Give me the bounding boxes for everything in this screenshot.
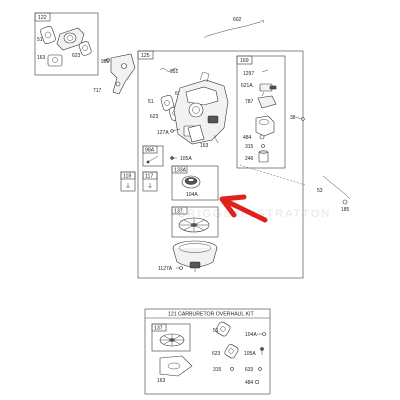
label-51: 51: [37, 37, 43, 43]
kit-gasket-623-part: 623: [212, 344, 239, 359]
screw-961-part: [106, 58, 110, 62]
gasket-51b-part: 51: [148, 95, 175, 111]
box-118: 118: [120, 171, 136, 192]
spacer-part: [56, 27, 85, 51]
kit-label-105a: 105A: [244, 351, 256, 357]
gasket-623-part: [78, 41, 92, 56]
gasket-163b-part: 163: [187, 124, 209, 149]
kit-label-315: 315: [213, 367, 222, 373]
kit-label-484: 484: [245, 380, 254, 386]
gasket-163-part: [47, 54, 63, 67]
float-787-part: [257, 91, 277, 109]
label-961: 961: [101, 59, 110, 65]
screw-38-part: 38: [290, 115, 305, 121]
red-arrow-icon: [219, 194, 268, 223]
spring-951-part: 951: [159, 68, 179, 75]
float-bowl-part: [255, 115, 275, 137]
label-315: 315: [245, 144, 254, 150]
label-602: 602: [233, 17, 242, 23]
kit-box-137-label: 137: [154, 326, 163, 332]
pin-118-part: [126, 183, 130, 189]
label-1127a: 1127A: [158, 266, 173, 272]
box-122: 122 51 163 623: [34, 12, 99, 76]
linkage-602: 602: [203, 17, 265, 39]
screw-127a-part: 127A: [157, 128, 181, 136]
kit-gasket-51-part: 51: [213, 321, 231, 337]
box-117: 117: [142, 171, 158, 192]
label-104a: 104A: [186, 192, 198, 198]
box-98a: 98A: [142, 145, 164, 167]
box-133a-label: 133A: [174, 168, 187, 174]
pin-117-part: [148, 183, 152, 189]
screw-1127a-part: 1127A: [158, 266, 183, 272]
box-169-label: 169: [240, 58, 249, 64]
box-118-label: 118: [123, 174, 131, 180]
label-717: 717: [93, 88, 102, 94]
label-951: 951: [170, 69, 179, 75]
box-98a-label: 98A: [145, 148, 155, 154]
kit-oring-484-part: 484: [245, 379, 260, 386]
label-51b: 51: [148, 99, 154, 105]
kit-title: 121 CARBURETOR OVERHAUL KIT: [168, 312, 254, 318]
kit-label-623: 623: [212, 351, 221, 357]
label-484: 484: [243, 135, 252, 141]
primer-bulb-part: [181, 175, 201, 189]
label-787: 787: [245, 99, 254, 105]
bowl-246-part: [258, 150, 269, 163]
bowl-nut-621a-part: [259, 83, 277, 92]
kit-diaphragm-part: [159, 333, 185, 347]
kit-primer-104a-part: 104A: [245, 332, 266, 338]
washer-315-part: [261, 144, 265, 148]
part-1297: [261, 69, 269, 73]
box-122-label: 122: [38, 15, 47, 21]
kit-label-633: 633: [245, 367, 254, 373]
label-105a: 105A: [180, 156, 192, 162]
box-169: 169 1297 621A 787 484 315 246: [236, 55, 286, 169]
label-1297: 1297: [243, 71, 254, 77]
box-137: 137: [171, 206, 219, 238]
box-137-label: 137: [174, 209, 183, 215]
gasket-51-part: [40, 25, 56, 45]
kit-label-163: 163: [157, 378, 166, 384]
kit-label-51: 51: [213, 328, 219, 334]
fuel-bowl-part: [172, 240, 218, 272]
box-125: 125 951 633 51 623: [120, 50, 304, 279]
label-185: 185: [341, 207, 350, 213]
label-623b: 623: [150, 114, 159, 120]
box-133a: 133A 104A: [171, 165, 219, 201]
label-163b: 163: [200, 143, 209, 149]
kit-gasket-163-part: 163: [157, 355, 193, 384]
label-246: 246: [245, 156, 254, 162]
oring-484-part: [259, 134, 265, 140]
screw-105a-part: 105A: [170, 156, 192, 162]
label-163: 163: [37, 55, 46, 61]
clamp-185-part: 185: [341, 199, 350, 213]
label-38: 38: [290, 115, 296, 121]
label-623: 623: [72, 53, 81, 59]
box-125-label: 125: [141, 53, 150, 59]
needle-98a-part: [146, 155, 159, 164]
label-621a: 621A: [241, 83, 253, 89]
kit-label-104a: 104A: [245, 332, 257, 338]
kit-screw-105a-part: 105A: [244, 347, 264, 357]
box-117-label: 117: [145, 174, 153, 180]
kit-washer-315-part: 315: [213, 367, 234, 373]
label-53: 53: [317, 188, 323, 194]
label-127a: 127A: [157, 130, 169, 136]
fuel-line-53-part: 53: [239, 164, 351, 200]
bracket-717-part: 961 717: [93, 53, 136, 95]
kit-screw-633-part: 633: [245, 367, 262, 373]
overhaul-kit-box: 121 CARBURETOR OVERHAUL KIT 137 163 51 6…: [144, 308, 271, 395]
diaphragm-part: [178, 217, 210, 233]
